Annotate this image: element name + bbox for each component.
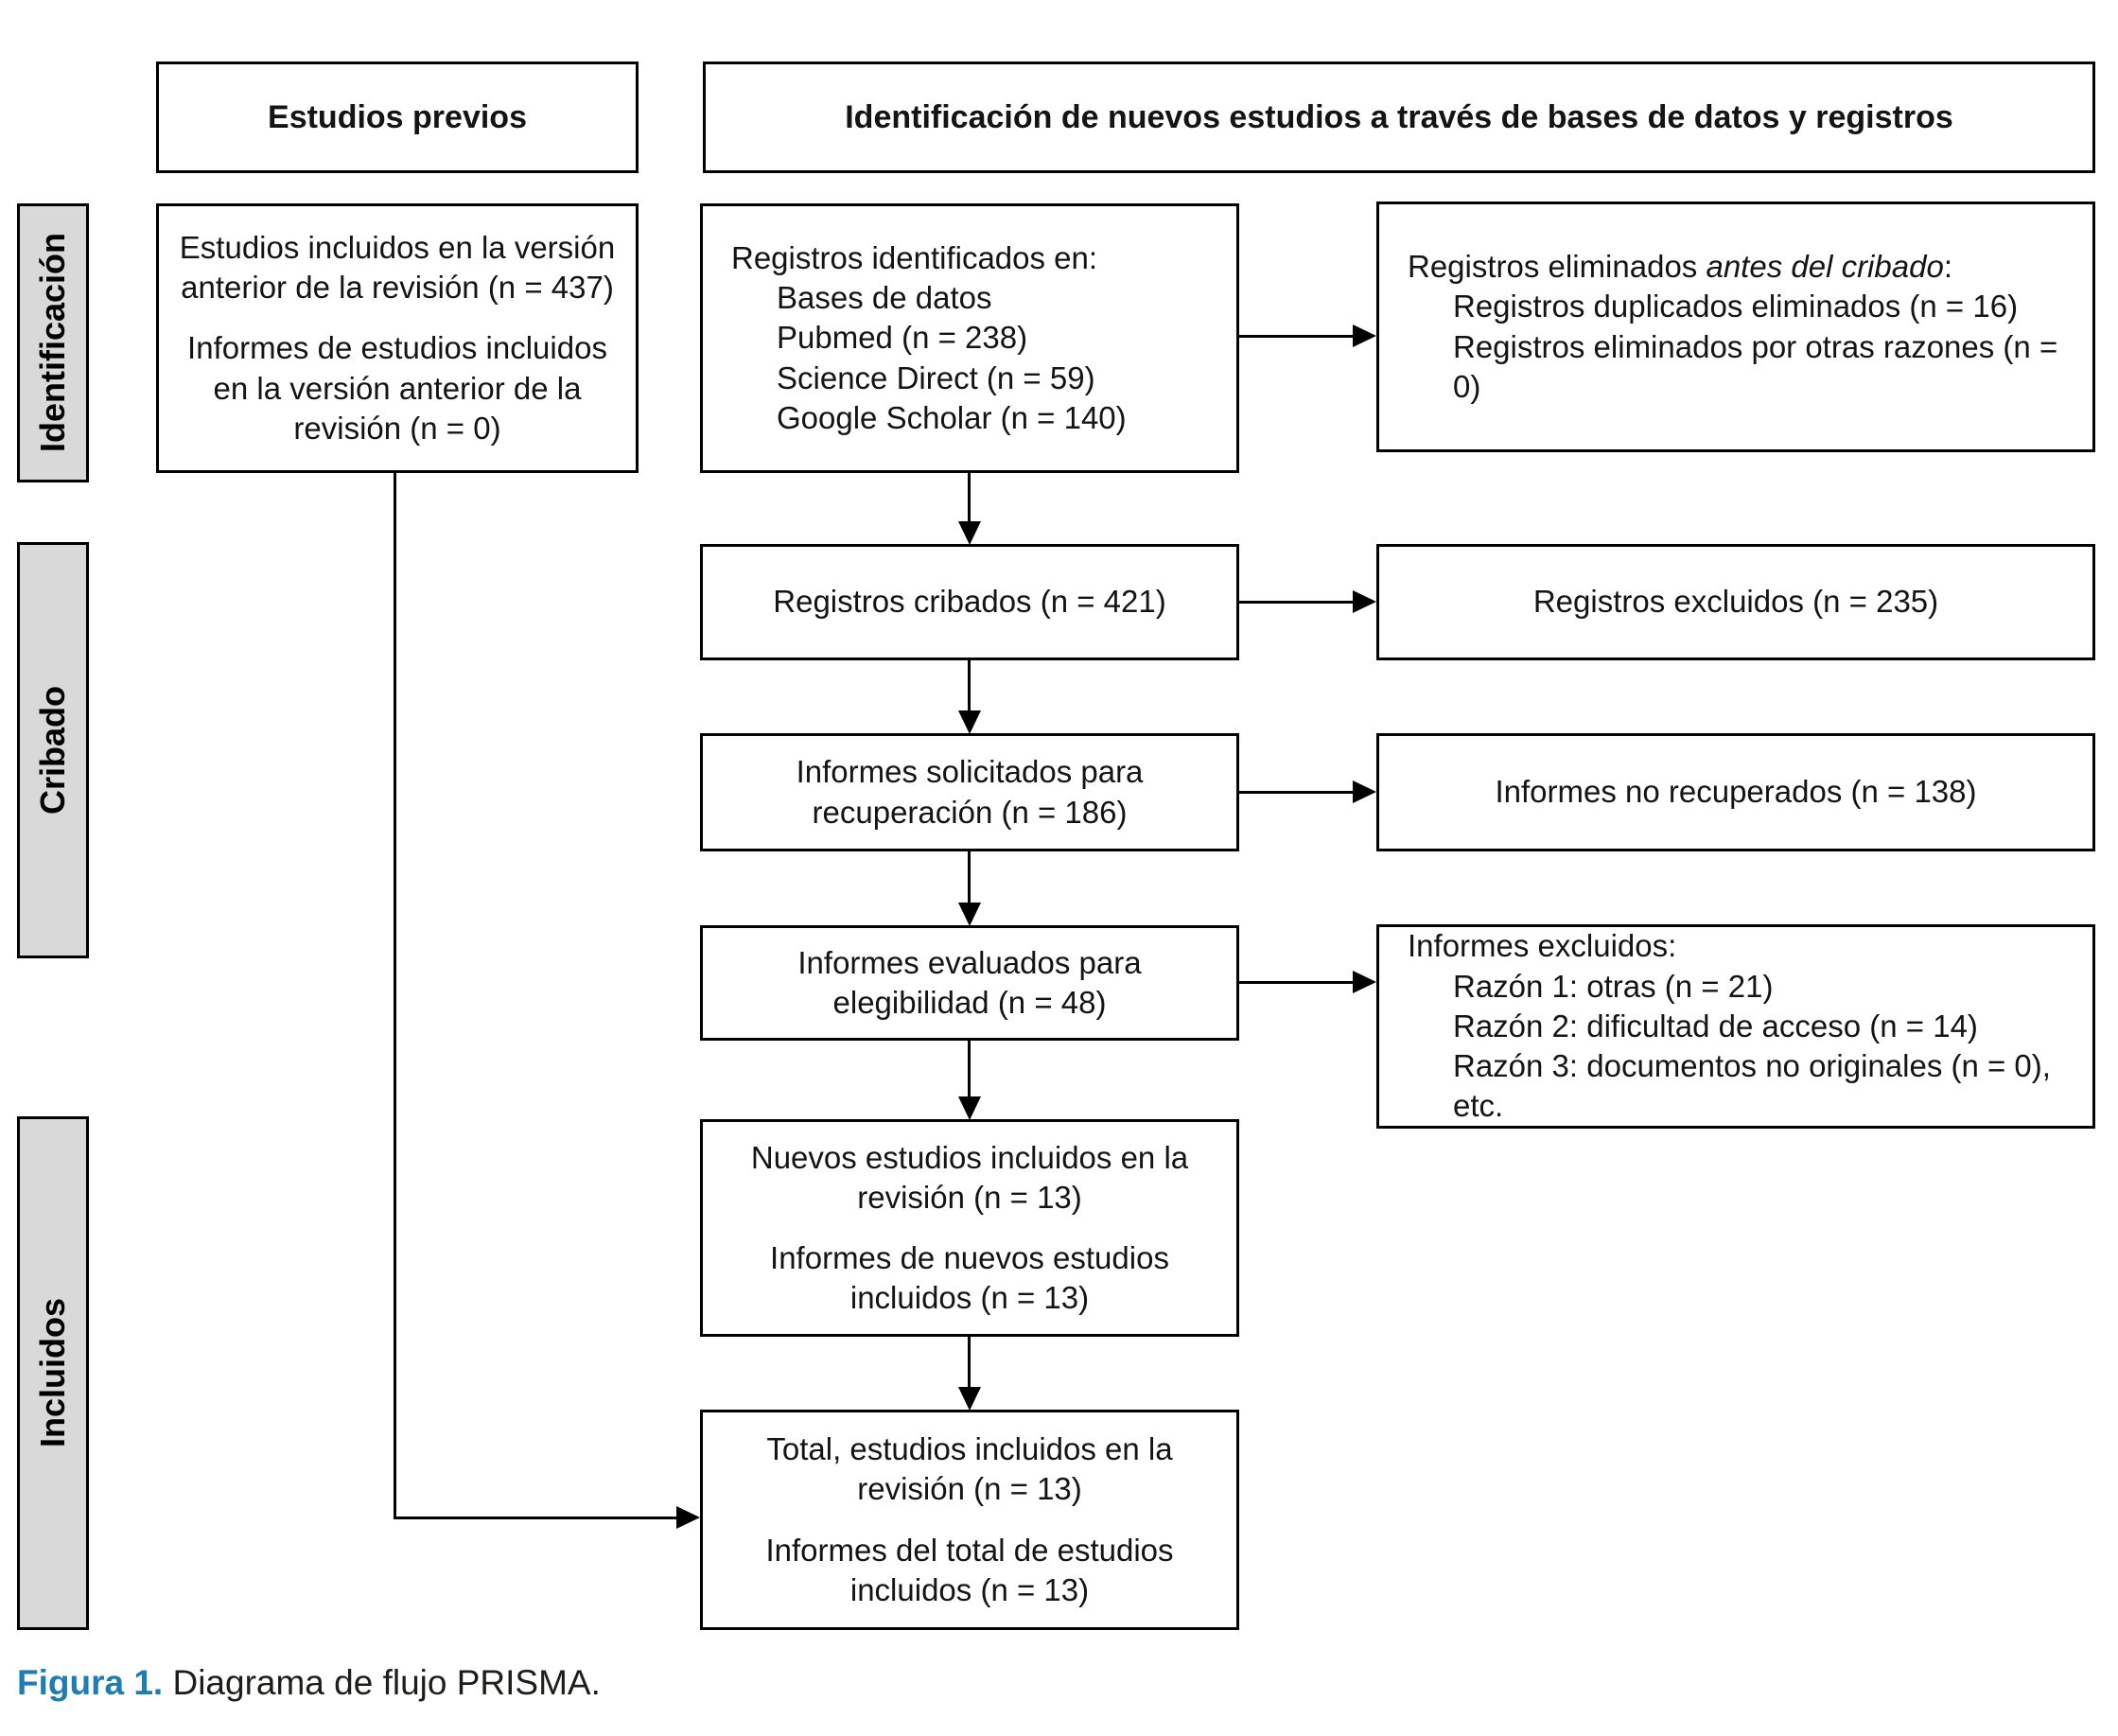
box-records-removed: Registros eliminados antes del cribado: …	[1376, 202, 2095, 452]
header-previous-studies: Estudios previos	[156, 61, 639, 173]
records-identified-title: Registros identificados en:	[731, 239, 1098, 275]
box-new-studies: Nuevos estudios incluidos en la revisión…	[700, 1119, 1239, 1337]
figure-caption-label: Figura 1.	[17, 1663, 164, 1702]
box-total-studies: Total, estudios incluidos en la revisión…	[700, 1410, 1239, 1630]
records-removed-title: Registros eliminados antes del cribado:	[1408, 247, 1952, 287]
new-studies-line-1: Nuevos estudios incluidos en la revisión…	[750, 1139, 1189, 1215]
total-studies-line-1: Total, estudios incluidos en la revisión…	[766, 1431, 1173, 1507]
header-identification: Identificación de nuevos estudios a trav…	[703, 61, 2095, 173]
records-identified-item: Pubmed (n = 238)	[777, 320, 1028, 356]
stage-included-label: Incluidos	[33, 1298, 72, 1448]
box-reports-assessed: Informes evaluados para elegibilidad (n …	[700, 925, 1239, 1041]
records-removed-title-prefix: Registros eliminados	[1408, 249, 1707, 285]
box-reports-sought: Informes solicitados para recuperación (…	[700, 733, 1239, 851]
reports-excluded-item: Razón 1: otras (n = 21)	[1453, 968, 1774, 1004]
stage-included: Incluidos	[17, 1116, 89, 1630]
reports-assessed-text: Informes evaluados para elegibilidad (n …	[797, 944, 1142, 1020]
stage-screening-label: Cribado	[33, 685, 72, 815]
records-screened-text: Registros cribados (n = 421)	[773, 584, 1166, 620]
stage-identification: Identificación	[17, 203, 89, 482]
records-identified-item: Google Scholar (n = 140)	[777, 399, 1127, 435]
records-identified-item: Bases de datos	[777, 280, 992, 316]
records-removed-item: Registros duplicados eliminados (n = 16)	[1453, 289, 2019, 324]
reports-excluded-item: Razón 3: documentos no originales (n = 0…	[1453, 1048, 2051, 1124]
box-records-identified: Registros identificados en: Bases de dat…	[700, 203, 1239, 473]
records-removed-title-italic: antes del cribado	[1706, 249, 1944, 285]
reports-excluded-title: Informes excluidos:	[1408, 928, 1677, 964]
previous-studies-line-2: Informes de estudios incluidos en la ver…	[187, 330, 607, 446]
box-records-excluded: Registros excluidos (n = 235)	[1376, 544, 2095, 660]
reports-sought-text: Informes solicitados para recuperación (…	[796, 754, 1144, 830]
previous-studies-line-1: Estudios incluidos en la versión anterio…	[179, 229, 616, 306]
records-removed-item: Registros eliminados por otras razones (…	[1453, 328, 2058, 404]
records-removed-title-suffix: :	[1943, 249, 1952, 285]
reports-excluded-item: Razón 2: dificultad de acceso (n = 14)	[1453, 1008, 1978, 1043]
figure-caption-text: Diagrama de flujo PRISMA.	[163, 1663, 601, 1702]
reports-not-retrieved-text: Informes no recuperados (n = 138)	[1495, 774, 1977, 810]
total-studies-line-2: Informes del total de estudios incluidos…	[765, 1532, 1174, 1607]
figure-caption: Figura 1. Diagrama de flujo PRISMA.	[17, 1663, 601, 1703]
records-excluded-text: Registros excluidos (n = 235)	[1532, 584, 1939, 620]
header-previous-studies-label: Estudios previos	[268, 98, 527, 135]
stage-screening: Cribado	[17, 542, 89, 958]
box-previous-studies: Estudios incluidos en la versión anterio…	[156, 203, 639, 473]
records-identified-item: Science Direct (n = 59)	[777, 359, 1095, 395]
box-reports-not-retrieved: Informes no recuperados (n = 138)	[1376, 733, 2095, 851]
header-identification-label: Identificación de nuevos estudios a trav…	[845, 98, 1953, 135]
box-reports-excluded: Informes excluidos: Razón 1: otras (n = …	[1376, 924, 2095, 1129]
box-records-screened: Registros cribados (n = 421)	[700, 544, 1239, 660]
new-studies-line-2: Informes de nuevos estudios incluidos (n…	[770, 1240, 1169, 1316]
stage-identification-label: Identificación	[33, 233, 72, 453]
